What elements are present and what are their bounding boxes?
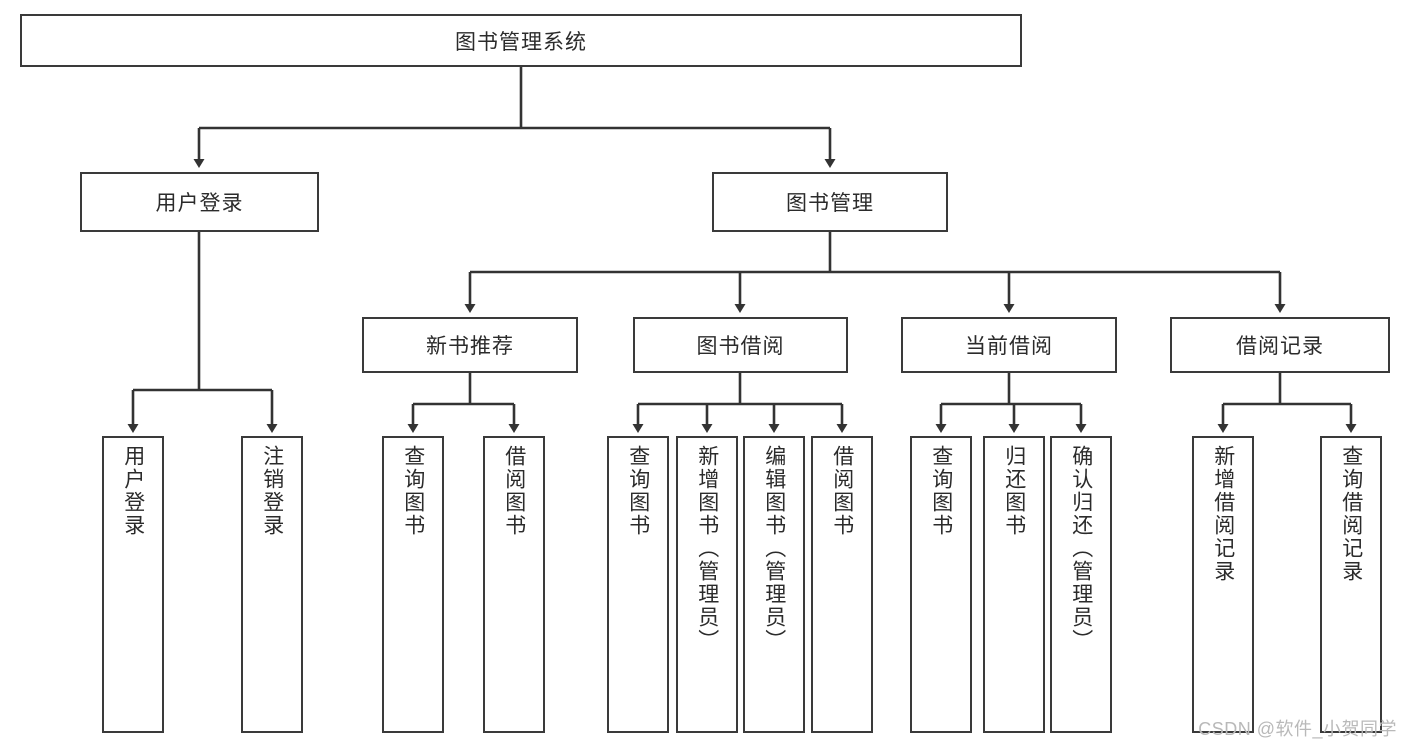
leaf-label: 确认归还（管理员） [1069,445,1093,652]
leaf-query-borrow-record[interactable]: 查询借阅记录 [1320,436,1382,733]
node-label: 借阅记录 [1236,335,1324,358]
leaf-borrow-book-recommend[interactable]: 借阅图书 [483,436,545,733]
leaf-label: 借阅图书 [830,445,854,537]
leaf-label: 注销登录 [260,445,284,537]
node-book-borrow[interactable]: 图书借阅 [633,317,848,373]
node-book-management[interactable]: 图书管理 [712,172,948,232]
leaf-label: 借阅图书 [502,445,526,537]
leaf-user-login[interactable]: 用户登录 [102,436,164,733]
leaf-confirm-return-admin[interactable]: 确认归还（管理员） [1050,436,1112,733]
leaf-add-borrow-record[interactable]: 新增借阅记录 [1192,436,1254,733]
leaf-label: 新增图书（管理员） [695,445,719,652]
leaf-borrow-book[interactable]: 借阅图书 [811,436,873,733]
leaf-query-book-borrow[interactable]: 查询图书 [607,436,669,733]
leaf-label: 查询图书 [401,445,425,537]
node-label: 图书借阅 [696,335,785,358]
node-user-login[interactable]: 用户登录 [80,172,319,232]
node-label: 用户登录 [155,192,244,215]
leaf-label: 编辑图书（管理员） [762,445,786,652]
leaf-add-book-admin[interactable]: 新增图书（管理员） [676,436,738,733]
leaf-label: 用户登录 [121,445,145,537]
leaf-label: 新增借阅记录 [1211,445,1235,583]
leaf-label: 归还图书 [1002,445,1026,537]
leaf-label: 查询借阅记录 [1339,445,1363,583]
leaf-label: 查询图书 [929,445,953,537]
leaf-return-book[interactable]: 归还图书 [983,436,1045,733]
leaf-query-book-current[interactable]: 查询图书 [910,436,972,733]
node-borrow-record[interactable]: 借阅记录 [1170,317,1390,373]
leaf-query-book-recommend[interactable]: 查询图书 [382,436,444,733]
node-label: 当前借阅 [965,335,1053,358]
node-book-management-system[interactable]: 图书管理系统 [20,14,1022,67]
node-current-borrow[interactable]: 当前借阅 [901,317,1117,373]
leaf-label: 查询图书 [626,445,650,537]
node-label: 图书管理系统 [455,30,587,54]
node-new-book-recommend[interactable]: 新书推荐 [362,317,578,373]
watermark-text: CSDN @软件_小贺同学 [1198,719,1397,739]
leaf-logout-login[interactable]: 注销登录 [241,436,303,733]
node-label: 图书管理 [786,192,874,215]
node-label: 新书推荐 [426,335,514,358]
leaf-edit-book-admin[interactable]: 编辑图书（管理员） [743,436,805,733]
